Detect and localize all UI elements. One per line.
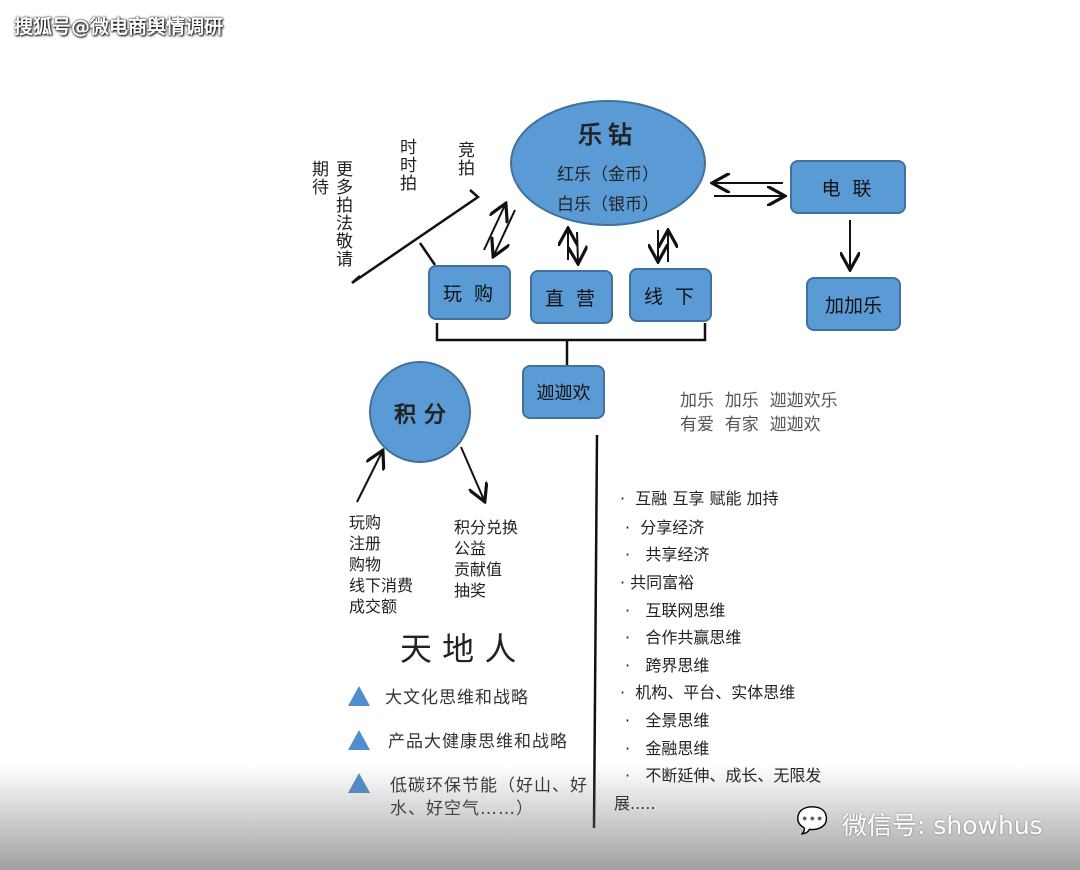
watermark-top: 搜狐号@微电商舆情调研 bbox=[14, 16, 224, 38]
label-qidai: 期待 bbox=[308, 160, 328, 196]
slogan-line2: 有爱 有家 迦迦欢 bbox=[680, 415, 821, 435]
list-item: 贡献值 bbox=[454, 560, 503, 579]
bullet-item: · 跨界思维 bbox=[625, 656, 710, 675]
points-use-list: 积分兑换 公益 贡献值 抽奖 bbox=[454, 517, 518, 601]
list-item: 公益 bbox=[454, 539, 487, 558]
bullet-item: · 共享经济 bbox=[625, 545, 710, 564]
wechat-icon: 💬 bbox=[796, 806, 829, 836]
points-title: 积 分 bbox=[394, 403, 446, 428]
center-title: 乐钻 bbox=[578, 121, 638, 149]
box-jiajiahuan: 迦迦欢 bbox=[522, 365, 605, 419]
list-item: 成交额 bbox=[349, 597, 398, 616]
label-shishipai: 时时拍 bbox=[396, 138, 416, 192]
tiandiren-title: 天 地 人 bbox=[400, 630, 517, 668]
tiandiren-item: 产品大健康思维和战略 bbox=[388, 732, 568, 752]
auction-bracket bbox=[351, 189, 481, 285]
watermark-bottom: 微信号: showhus bbox=[842, 811, 1043, 840]
channel-bracket bbox=[435, 323, 707, 342]
box-wangou: 玩 购 bbox=[428, 265, 511, 320]
bullet-item: · 全景思维 bbox=[625, 711, 710, 730]
box-jiajiale: 加加乐 bbox=[806, 277, 901, 331]
triangle-icon bbox=[348, 686, 370, 706]
box-xianxia: 线 下 bbox=[629, 268, 712, 322]
center-line1: 红乐（金币） bbox=[557, 165, 659, 185]
tiandiren-item: 低碳环保节能（好山、好水、好空气……） bbox=[390, 776, 588, 819]
list-item: 玩购 bbox=[349, 513, 382, 532]
box-zhiying: 直 营 bbox=[530, 270, 613, 324]
tiandiren-item: 大文化思维和战略 bbox=[385, 688, 529, 708]
divider-line bbox=[592, 434, 599, 829]
slogan-line1: 加乐 加乐 迦迦欢乐 bbox=[680, 391, 838, 411]
bullet-item: · 分享经济 bbox=[625, 518, 705, 537]
bullet-item: · 合作共赢思维 bbox=[625, 628, 742, 647]
bullet-item: · 互融 互享 赋能 加持 bbox=[620, 489, 779, 508]
list-item: 线下消费 bbox=[349, 576, 414, 595]
list-item: 注册 bbox=[349, 534, 382, 553]
label-jingpai: 竞拍 bbox=[454, 141, 474, 177]
list-item: 购物 bbox=[349, 555, 382, 574]
list-item: 抽奖 bbox=[454, 581, 487, 600]
list-item: 积分兑换 bbox=[454, 518, 519, 537]
points-circle bbox=[369, 361, 471, 463]
center-line2: 白乐（银币） bbox=[557, 195, 659, 215]
triangle-icon bbox=[348, 773, 370, 793]
bullet-item: · 互联网思维 bbox=[625, 601, 726, 620]
bullet-item: · 共同富裕 bbox=[620, 573, 695, 592]
label-more: 更多拍法敬请 bbox=[332, 160, 352, 268]
box-dianlian: 电 联 bbox=[790, 160, 906, 214]
points-earn-list: 玩购 注册 购物 线下消费 成交额 bbox=[349, 512, 413, 617]
triangle-icon bbox=[348, 730, 370, 750]
bullet-item: · 机构、平台、实体思维 bbox=[620, 683, 796, 702]
bullet-item: · 金融思维 bbox=[625, 739, 710, 758]
center-ellipse bbox=[510, 100, 706, 226]
